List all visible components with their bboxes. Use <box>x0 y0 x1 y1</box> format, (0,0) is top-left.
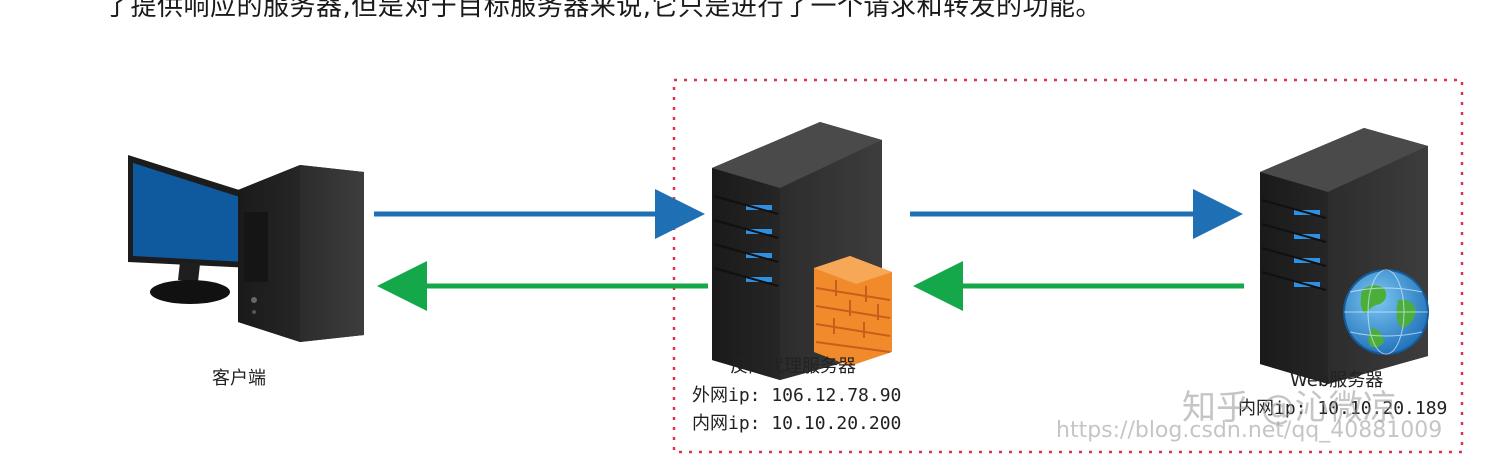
desktop-computer-icon <box>128 155 364 342</box>
firewall-icon <box>814 256 892 366</box>
zhihu-watermark: 知乎 @沁微凉 <box>1182 388 1397 428</box>
globe-icon <box>1343 269 1429 355</box>
web-server-label: Web服务器 <box>1290 370 1384 391</box>
url-watermark: https://blog.csdn.net/qq_40881009 <box>1056 418 1443 443</box>
proxy-external-ip: 外网ip: 106.12.78.90 <box>692 385 902 406</box>
intro-text: 了提供响应的服务器,但是对于目标服务器来说,它只是进行了一个请求和转发的功能。 <box>104 0 1103 22</box>
client-label: 客户端 <box>212 368 266 389</box>
proxy-label: 反向代理服务器 <box>730 356 856 377</box>
web-server-internal-ip: 内网ip: 10.10.20.189 <box>1238 398 1448 419</box>
proxy-internal-ip: 内网ip: 10.10.20.200 <box>692 413 902 434</box>
